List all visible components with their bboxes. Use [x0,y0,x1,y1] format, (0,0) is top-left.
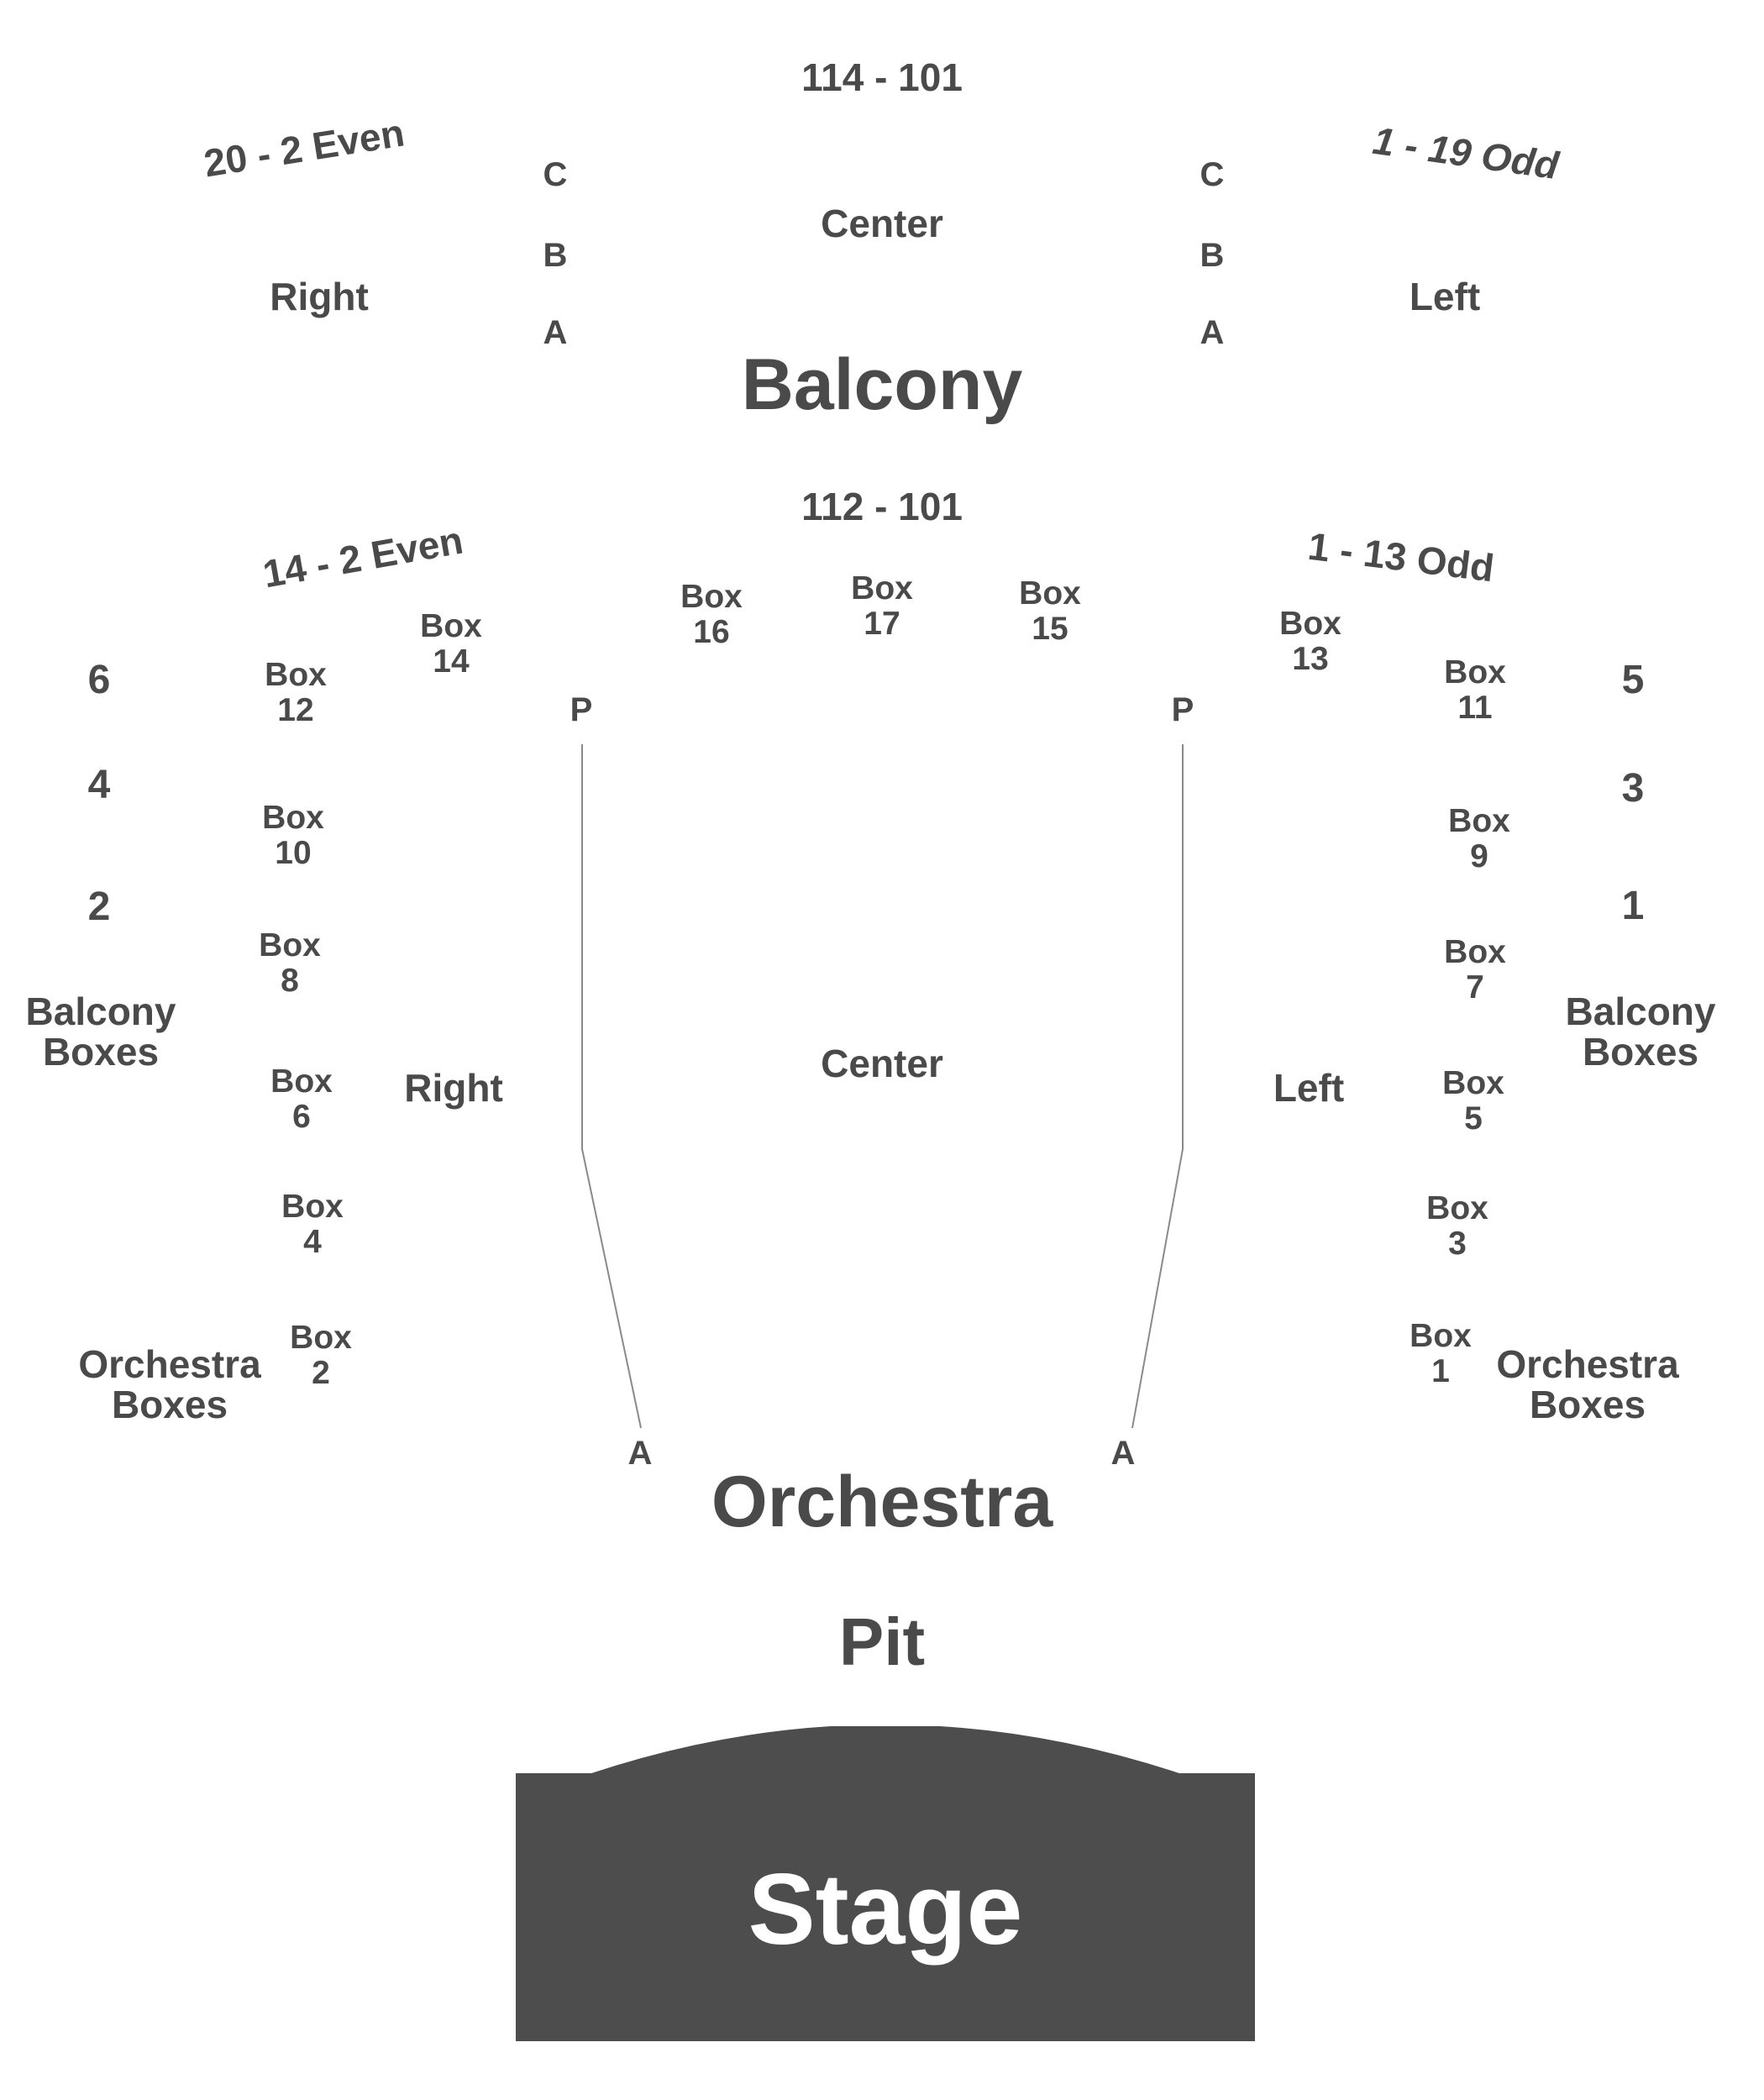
orchestra-right-label: Right [404,1066,503,1110]
box-15[interactable]: Box 15 [1019,576,1081,647]
orchestra-row-a-left: A [627,1435,653,1472]
box-number: 4 [303,1224,322,1260]
orchestra-row-p-left: P [570,691,593,728]
box-number: 7 [1466,969,1484,1005]
balcony-box-5[interactable]: 5 [1621,658,1645,702]
balcony-row-b-right: B [1200,237,1225,274]
balcony-center-label: Center [821,202,943,245]
balcony-box-4[interactable]: 4 [87,763,111,807]
stage[interactable]: Stage [516,1725,1255,2041]
box-7[interactable]: Box 7 [1444,935,1506,1005]
box-5[interactable]: Box 5 [1442,1066,1504,1137]
box-number: 11 [1457,690,1493,726]
box-word: Box [1410,1318,1472,1354]
orchestra-boxes-label-left: Orchestra Boxes [78,1342,261,1426]
box-16[interactable]: Box 16 [680,580,743,650]
orchestra-row-a-right: A [1110,1435,1136,1472]
box-word: Box [259,927,321,963]
box-number: 5 [1464,1100,1483,1137]
box-12[interactable]: Box 12 [265,658,327,728]
box-number: 12 [277,692,314,728]
pit-label[interactable]: Pit [838,1604,926,1679]
right-aisle-line [1131,744,1184,1429]
orchestra-center-label: Center [821,1042,943,1085]
box-word: Box [1426,1190,1488,1226]
box-word: Box [420,608,482,644]
balcony-box-2[interactable]: 2 [87,885,111,929]
box-11[interactable]: Box 11 [1444,655,1506,726]
box-word: Box [1279,606,1341,642]
box-word: Box [851,570,913,606]
box-1[interactable]: Box 1 [1410,1319,1472,1389]
box-word: Box [1444,934,1506,970]
box-number: 10 [275,835,312,871]
box-word: Box [680,579,743,615]
box-2[interactable]: Box 2 [290,1320,352,1391]
balcony-box-3[interactable]: 3 [1621,766,1645,811]
stage-label: Stage [748,1852,1023,1966]
box-number: 6 [292,1099,311,1135]
left-aisle-line [581,744,642,1429]
box-10[interactable]: Box 10 [262,801,324,871]
box-word: Box [290,1320,352,1356]
orchestra-row-p-right: P [1171,691,1194,728]
box-number: 14 [433,643,470,680]
box-9[interactable]: Box 9 [1448,804,1510,874]
balcony-right-label: Right [270,275,369,318]
box-3[interactable]: Box 3 [1426,1191,1488,1262]
balcony-title: Balcony [741,344,1023,425]
box-13[interactable]: Box 13 [1279,606,1341,677]
box-4[interactable]: Box 4 [281,1189,344,1260]
box-8[interactable]: Box 8 [259,928,321,999]
box-word: Box [1442,1065,1504,1101]
box-word: Box [281,1189,344,1225]
orchestra-center-range: 112 - 101 [801,485,963,528]
balcony-center-range: 114 - 101 [801,55,963,99]
box-number: 8 [281,963,299,999]
box-17[interactable]: Box 17 [851,571,913,642]
orchestra-title: Orchestra [711,1462,1053,1542]
balcony-row-a-left: A [543,314,568,351]
box-14[interactable]: Box 14 [420,609,482,680]
box-word: Box [1448,803,1510,839]
box-word: Box [262,800,324,836]
balcony-row-a-right: A [1200,314,1225,351]
balcony-boxes-label-right: Balcony Boxes [1565,990,1716,1074]
box-6[interactable]: Box 6 [270,1064,333,1135]
box-number: 1 [1431,1353,1450,1389]
box-word: Box [265,657,327,693]
balcony-box-6[interactable]: 6 [87,658,111,702]
balcony-row-c-left: C [543,156,568,193]
box-number: 2 [312,1355,330,1391]
orchestra-boxes-label-right: Orchestra Boxes [1496,1342,1679,1426]
box-word: Box [1444,654,1506,690]
balcony-box-1[interactable]: 1 [1621,884,1645,928]
box-number: 3 [1448,1226,1467,1262]
box-number: 16 [693,614,730,650]
balcony-row-c-right: C [1200,156,1225,193]
stage-shape [516,1725,1255,2041]
balcony-row-b-left: B [543,237,568,274]
balcony-left-label: Left [1409,275,1481,318]
box-number: 9 [1470,838,1488,874]
orchestra-left-label: Left [1273,1066,1345,1110]
box-number: 17 [864,606,900,642]
box-word: Box [1019,575,1081,612]
box-word: Box [270,1063,333,1100]
balcony-boxes-label-left: Balcony Boxes [25,990,176,1074]
box-number: 15 [1032,611,1068,647]
box-number: 13 [1292,641,1329,677]
